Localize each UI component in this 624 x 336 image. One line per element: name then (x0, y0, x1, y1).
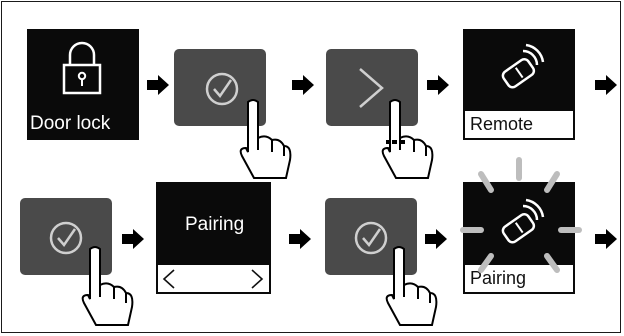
check-circle-icon (205, 72, 239, 106)
arrow-right-icon (425, 229, 447, 249)
check-circle-icon (354, 221, 388, 255)
arrow-right-icon (289, 229, 311, 249)
arrow-right-icon (147, 75, 169, 95)
arrow-right-icon (595, 229, 617, 249)
arrow-right-icon (292, 75, 314, 95)
finger-press-icon (81, 246, 134, 326)
arrow-right-icon (427, 75, 449, 95)
pairing-status-tile: Pairing (463, 182, 575, 294)
blink-rays-icon (460, 157, 582, 273)
finger-press-icon (381, 99, 434, 179)
finger-press-icon (239, 99, 292, 179)
chevron-right-icon (251, 269, 264, 289)
remote-key-icon (501, 43, 545, 89)
chevron-left-icon (162, 269, 175, 289)
remote-key-icon (501, 198, 545, 244)
pairing-menu-label: Pairing (185, 214, 245, 235)
door-lock-label: Door lock (30, 113, 111, 134)
door-lock-tile: Door lock (27, 29, 139, 140)
check-circle-icon (49, 221, 83, 255)
arrow-right-icon (595, 75, 617, 95)
pairing-menu-tile: Pairing (156, 182, 271, 294)
finger-press-icon (385, 246, 438, 326)
pairing-menu-nav-bar (158, 265, 269, 292)
remote-tile: Remote (463, 29, 575, 140)
next-button-tile (326, 49, 418, 126)
arrow-right-icon (122, 229, 144, 249)
remote-label: Remote (465, 111, 573, 138)
padlock-icon (62, 41, 102, 95)
chevron-right-icon (359, 68, 384, 108)
